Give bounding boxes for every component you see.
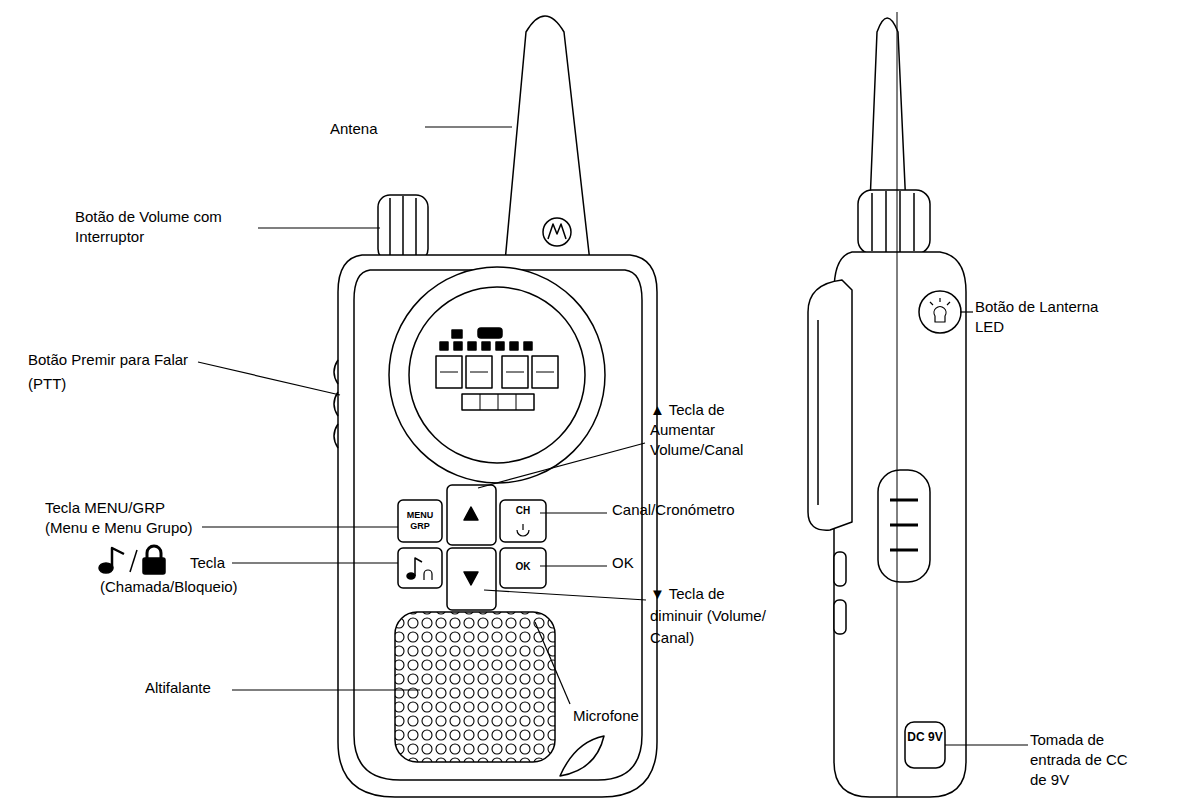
leader-line [535,622,570,704]
dc-jack [905,722,945,768]
ptt-bumps [334,360,338,448]
belt-clip [808,280,852,530]
leader-line [540,512,607,513]
part-label: Botão de Volume com Interruptor [75,207,260,247]
leader-line [232,689,420,690]
flashlight-button [919,291,961,333]
part-label: Tecla (Chamada/Bloqueio) [100,551,250,599]
leader-line [484,590,646,600]
display-icon [524,342,532,350]
leader-line [198,362,340,395]
volume-knob [378,195,428,261]
jack-legend: DC 9V [905,730,945,745]
leader-line [945,744,1028,745]
side-grip [878,470,930,582]
lock-symbol [147,546,161,558]
ch-key [500,500,546,542]
part-label: ▼ Tecla de diminuir (Volume/ Canal) [650,583,770,649]
part-label: Botão de Lanterna LED [975,297,1105,337]
key-legend: CH [500,505,546,517]
grip-slots [890,500,918,550]
part-label: Canal/Cronómetro [612,500,752,520]
leader-line [478,443,645,488]
antenna [505,16,590,262]
part-label: OK [612,553,662,573]
part-label: Tecla MENU/GRP (Menu e Menu Grupo) [45,498,205,538]
knob-ridges [390,196,416,260]
display-icon [468,342,476,350]
timer-icon [517,524,529,536]
part-label: Altifalante [145,678,255,698]
lock-icon [424,570,432,580]
leader-line [960,311,973,312]
side-button [834,600,846,634]
clip-detail [817,320,819,505]
part-label: Antena [330,119,430,139]
up-key [447,485,496,545]
leader-line [202,526,398,527]
display-icon [496,342,504,350]
part-label: Botão Premir para Falar (PTT) [28,348,208,396]
display-segments [440,372,554,410]
side-knob-ridges [872,191,914,253]
display-icon [478,328,502,338]
part-label: Microfone [573,706,683,726]
down-key [447,548,496,610]
display-icon [452,330,462,338]
display-icon [440,342,448,350]
display-icon [510,342,518,350]
leader-line [425,126,512,127]
lock-symbol [143,558,165,574]
down-triangle [464,572,478,585]
leader-line [540,565,607,566]
side-centerline [897,12,898,797]
up-triangle [464,507,478,520]
display-icon [454,342,462,350]
display [409,287,585,463]
led-icon [930,298,950,322]
display-icon [482,342,490,350]
menu-key [398,500,442,542]
note-symbol [112,548,124,568]
part-label: Tomada de entrada de CC de 9V [1030,730,1140,790]
key-legend: OK [500,561,546,573]
ok-key [500,548,546,588]
speaker-grille [395,612,555,762]
logo-mark [548,224,566,239]
logo-ring [543,218,571,246]
leader-line [232,562,398,563]
leader-line [258,227,380,228]
side-knob [858,190,930,254]
part-label: ▲ Tecla de Aumentar Volume/Canal [650,400,770,460]
note-icon [407,573,415,579]
microphone-slot [560,736,604,776]
side-button [834,552,846,586]
call-lock-key [398,548,442,588]
slash-symbol [130,550,137,572]
key-legend: MENU GRP [398,510,442,532]
display-ring [389,267,605,483]
side-body [834,252,966,797]
note-icon [415,558,422,576]
